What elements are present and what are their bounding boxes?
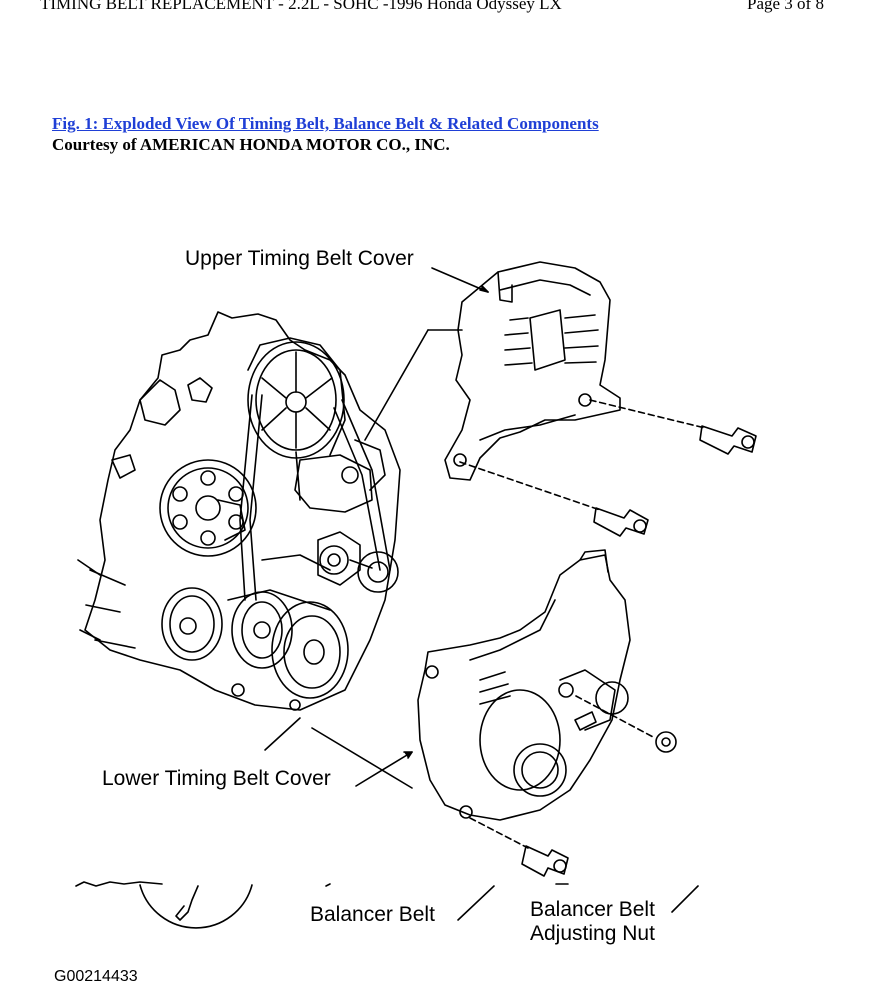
- upper-timing-belt-cover: [444, 261, 621, 481]
- lower-pulleys: [161, 587, 349, 711]
- document-header-title: TIMING BELT REPLACEMENT - 2.2L - SOHC -1…: [40, 0, 562, 13]
- engine-block: [77, 311, 401, 711]
- page-number: Page 3 of 8: [747, 0, 824, 13]
- leader-lines: [264, 267, 489, 789]
- lower-cover-fasteners: [469, 695, 677, 877]
- label-balancer-belt-adjusting-nut-line2: Adjusting Nut: [530, 922, 655, 945]
- label-balancer-belt: Balancer Belt: [310, 903, 435, 926]
- figure-courtesy: Courtesy of AMERICAN HONDA MOTOR CO., IN…: [52, 135, 450, 154]
- figure-id: G00214433: [54, 968, 138, 985]
- timing-belt: [239, 394, 391, 601]
- camshaft-pulley: [247, 337, 346, 459]
- label-upper-timing-belt-cover: Upper Timing Belt Cover: [185, 247, 414, 270]
- upper-cover-bolts: [459, 399, 757, 537]
- label-balancer-belt-adjusting-nut-line1: Balancer Belt: [530, 898, 655, 921]
- figure-title-link[interactable]: Fig. 1: Exploded View Of Timing Belt, Ba…: [52, 114, 599, 133]
- label-lower-timing-belt-cover: Lower Timing Belt Cover: [102, 767, 331, 790]
- balancer-inset-fragment: [75, 881, 699, 929]
- tensioner-assembly: [294, 451, 399, 593]
- lower-timing-belt-cover: [417, 549, 631, 821]
